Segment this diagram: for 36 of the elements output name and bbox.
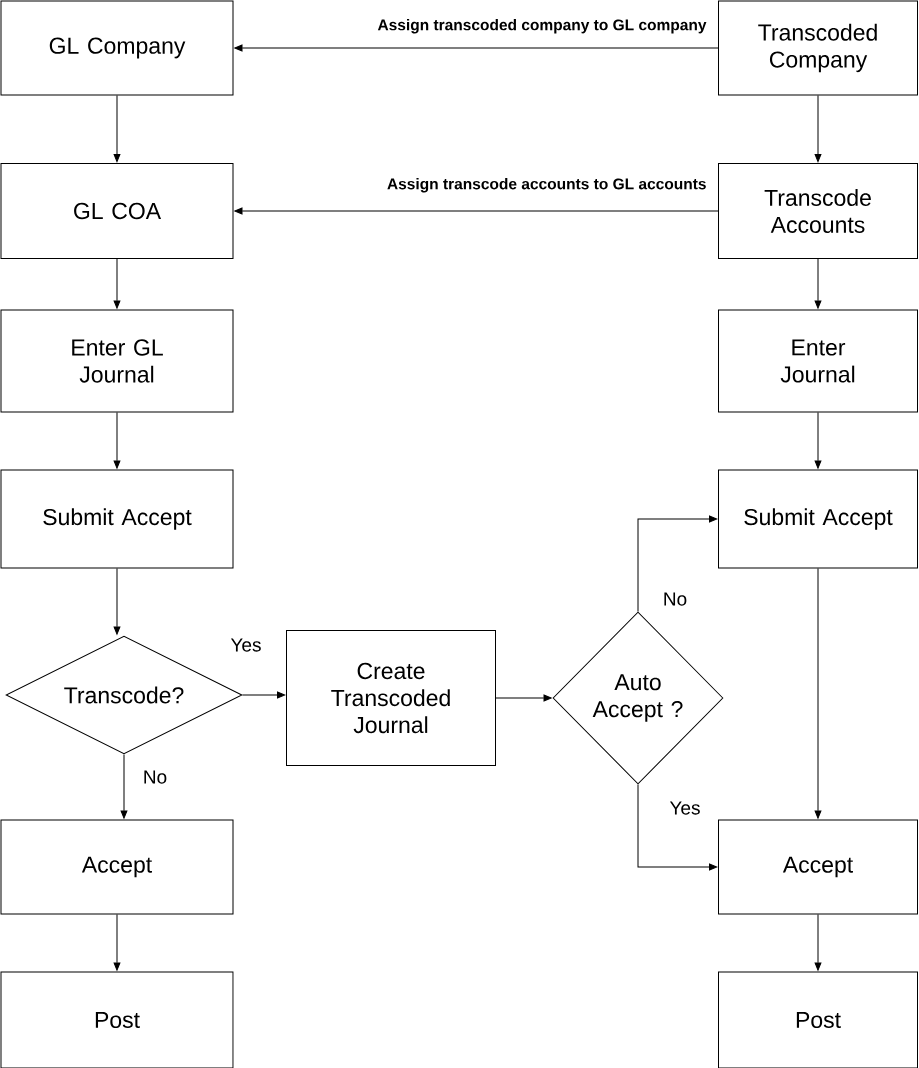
process-box: Transcode Accounts — [718, 163, 918, 259]
arrow — [120, 754, 128, 819]
arrow — [113, 412, 121, 469]
process-box: Accept — [0, 819, 234, 915]
arrow — [814, 568, 822, 819]
arrow — [814, 412, 822, 469]
edge-label: Yes — [230, 638, 261, 652]
arrow — [113, 258, 121, 309]
edge-label: No — [664, 592, 687, 606]
arrow — [495, 694, 552, 702]
arrow — [234, 207, 719, 215]
edge-label: Yes — [669, 801, 700, 815]
arrow — [637, 515, 718, 612]
edge-label: Assign transcode accounts to GL accounts — [387, 178, 706, 193]
process-box: Create Transcoded Journal — [286, 630, 496, 766]
process-box: Post — [0, 971, 234, 1068]
process-box: Post — [718, 971, 918, 1068]
arrow — [234, 44, 719, 52]
process-box: Enter GL Journal — [0, 309, 234, 413]
arrow — [113, 914, 121, 971]
arrow — [637, 784, 718, 871]
process-box: GL COA — [0, 163, 234, 259]
arrow — [814, 914, 822, 971]
arrow — [242, 691, 286, 699]
arrow — [814, 258, 822, 309]
process-box: Enter Journal — [718, 309, 918, 413]
edge-label: No — [144, 770, 167, 784]
arrow — [113, 95, 121, 163]
arrow — [814, 95, 822, 163]
process-box: Transcoded Company — [718, 0, 918, 96]
process-box: Accept — [718, 819, 918, 915]
process-box: Submit Accept — [718, 469, 918, 569]
process-box: Submit Accept — [0, 469, 234, 569]
edge-label: Assign transcoded company to GL company — [377, 19, 707, 34]
arrow — [113, 568, 121, 635]
process-box: GL Company — [0, 0, 234, 96]
